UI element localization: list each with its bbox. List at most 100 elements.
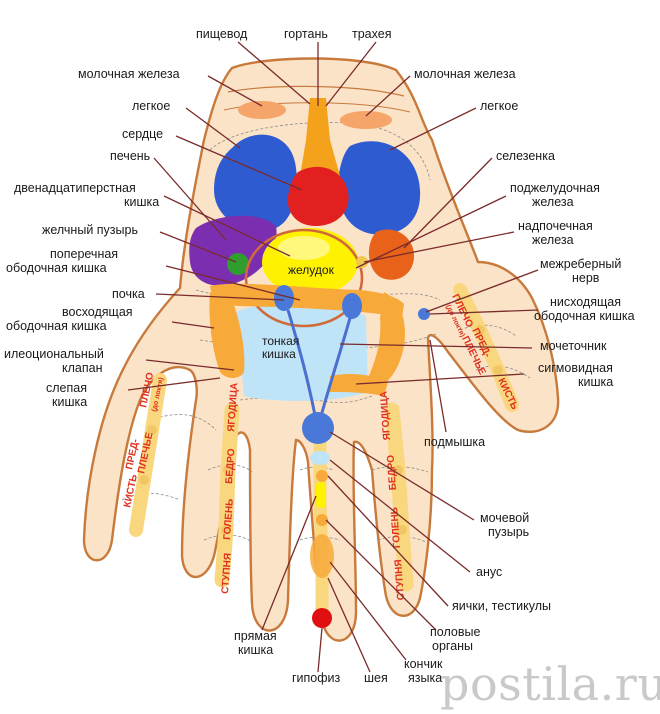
joint (147, 425, 157, 435)
label-pituitary: гипофиз (292, 671, 341, 685)
lung-left (214, 134, 297, 231)
zone-buttock-ring: ЯГОДИЦА (226, 382, 240, 432)
label-lung-right: легкое (480, 99, 518, 113)
neck-zone (310, 534, 334, 578)
label-rectum-1: прямая (234, 629, 277, 643)
leader-ileocecal (145, 359, 235, 371)
leader-rectum (261, 495, 317, 631)
leader-adrenal (363, 231, 515, 263)
label-heart: сердце (122, 127, 163, 141)
label-tongue-1: кончик (404, 657, 443, 671)
label-genitals-1: половые (430, 625, 480, 639)
leader-sigmoid-colon (355, 373, 525, 385)
leader-mammary-left (207, 75, 263, 107)
leader-mammary-right (365, 75, 411, 117)
zone-buttock-index: ЯГОДИЦА (379, 391, 393, 441)
kidney-right (342, 293, 362, 319)
mammary-gland-left (238, 101, 286, 119)
leader-heart (175, 135, 303, 191)
label-anus: анус (476, 565, 502, 579)
leader-neck (327, 577, 371, 673)
dashed-zone-outline (371, 466, 429, 473)
leader-pancreas (355, 195, 507, 269)
dashed-zone-outline (121, 492, 181, 501)
leader-intercostal (425, 269, 539, 313)
label-lung-left: легкое (132, 99, 170, 113)
mammary-gland-right (340, 111, 392, 129)
leader-transverse-colon (165, 265, 301, 301)
thumb-bone (453, 283, 519, 412)
leader-liver (153, 157, 227, 241)
finger-bones (129, 283, 519, 617)
kidney-left (274, 285, 294, 311)
zone-thigh-ring: БЕДРО (224, 448, 237, 484)
leader-trachea (325, 41, 377, 107)
label-sigmoid-colon-2: кишка (578, 375, 613, 389)
label-pancreas-1: поджелудочная (510, 181, 600, 195)
label-pancreas-2: железа (532, 195, 574, 209)
label-duodenum-2: кишка (124, 195, 159, 209)
ureter-right (318, 317, 352, 421)
ureter-left (286, 309, 318, 421)
label-esophagus: пищевод (196, 27, 248, 41)
label-liver: печень (110, 149, 150, 163)
small-intestine-label-2: кишка (262, 347, 296, 361)
little-finger-bone (129, 373, 167, 537)
label-ileocecal-2: клапан (62, 361, 103, 375)
label-transverse-colon-2: ободочная кишка (6, 261, 107, 275)
leader-tongue (329, 561, 407, 661)
gallbladder (227, 253, 249, 275)
anus-point (310, 451, 330, 465)
adrenal-gland (356, 256, 368, 268)
leader-lung-left (185, 107, 241, 149)
heart (287, 166, 349, 226)
pituitary-point (312, 608, 332, 628)
dashed-zone-outline (239, 395, 373, 403)
organ-text: желудок тонкая кишка (262, 263, 335, 361)
label-adrenal-1: надпочечная (518, 219, 593, 233)
label-armpit: подмышка (424, 435, 485, 449)
liver (189, 215, 277, 286)
label-adrenal-2: железа (532, 233, 574, 247)
small-intestine-label-1: тонкая (262, 334, 299, 348)
label-ileocecal-1: илеоциональный (4, 347, 104, 361)
joint (475, 325, 485, 335)
index-finger-bone (384, 402, 414, 592)
trachea (300, 98, 340, 176)
zone-thigh-index: БЕДРО (386, 454, 399, 490)
leader-lines (127, 41, 539, 673)
label-bladder-2: пузырь (488, 525, 529, 539)
ring-finger-bone (214, 402, 240, 588)
genitals-point (316, 514, 328, 526)
label-larynx: гортань (284, 27, 328, 41)
leader-duodenum (163, 195, 291, 257)
leader-armpit (429, 339, 447, 433)
label-spleen: селезенка (496, 149, 555, 163)
label-mammary-left: молочная железа (78, 67, 180, 81)
ascending-colon (209, 292, 245, 378)
label-transverse-colon-1: поперечная (50, 247, 118, 261)
zone-foot-ring: СТУПНЯ (220, 553, 234, 595)
spleen (368, 229, 414, 280)
leader-esophagus (237, 41, 311, 105)
leader-lung-right (389, 107, 477, 151)
lung-right (337, 141, 421, 235)
joint (223, 465, 233, 475)
pancreas-outline (244, 228, 364, 328)
label-sigmoid-colon-1: сигмовидная (538, 361, 613, 375)
testicles-point (316, 470, 328, 482)
label-tongue-2: языка (408, 671, 442, 685)
leader-kidney (155, 293, 285, 301)
label-trachea: трахея (352, 27, 391, 41)
label-cecum-2: кишка (52, 395, 87, 409)
label-descending-colon-2: ободочная кишка (534, 309, 635, 323)
label-gallbladder: желчный пузырь (42, 223, 138, 237)
label-ascending-colon-1: восходящая (62, 305, 133, 319)
finger-zone-text: ПЛЕЧО (до локтя) ПРЕД- ПЛЕЧЬЕ КИСТЬ ЯГОД… (122, 292, 520, 600)
label-ascending-colon-2: ободочная кишка (6, 319, 107, 333)
label-intercostal-1: межреберный (540, 257, 621, 271)
label-rectum-2: кишка (238, 643, 273, 657)
joint (139, 475, 149, 485)
leader-pituitary (317, 627, 323, 673)
